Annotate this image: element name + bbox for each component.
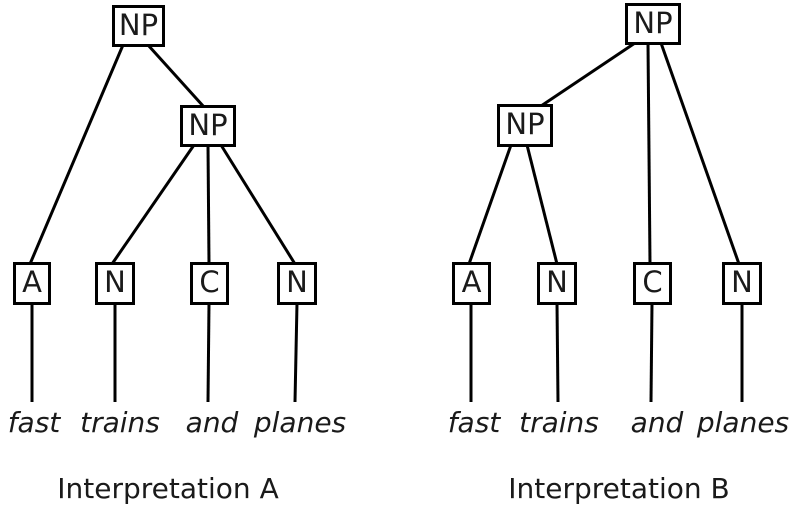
- tree-a-caption: Interpretation A: [57, 472, 279, 505]
- edge-a-root-to-inner-np: [146, 43, 206, 109]
- tree-a-leaf-a-node: A: [13, 262, 51, 305]
- tree-b-root-np-node: NP: [625, 3, 681, 45]
- tree-a-inner-np-node: NP: [180, 105, 236, 147]
- edge-b-inner-np-to-n1: [525, 144, 559, 265]
- edge-b-root-to-c: [646, 42, 652, 265]
- edge-a-inner-np-to-c: [206, 144, 211, 265]
- tree-b-word-fast: fast: [447, 406, 501, 439]
- tree-b-inner-np-node: NP: [497, 104, 553, 147]
- edge-b-root-to-inner-np: [540, 41, 636, 108]
- tree-b-word-and: and: [630, 406, 684, 439]
- tree-a-word-planes: planes: [253, 406, 347, 439]
- tree-a-word-and: and: [185, 406, 239, 439]
- edge-b-n1-to-trains: [555, 302, 560, 403]
- edge-a-inner-np-to-n1: [110, 144, 196, 265]
- edge-a-c-to-and: [206, 302, 211, 403]
- edge-b-inner-np-to-a: [467, 144, 513, 265]
- edge-a-n2-to-planes: [293, 302, 299, 403]
- tree-b-word-trains: trains: [519, 406, 599, 439]
- tree-b-leaf-n2-node: N: [722, 262, 762, 305]
- tree-b-leaf-a-node: A: [452, 262, 491, 305]
- tree-a-leaf-c-node: C: [190, 262, 229, 305]
- tree-b-word-planes: planes: [696, 406, 790, 439]
- tree-a-leaf-n1-node: N: [95, 262, 135, 305]
- tree-a-word-trains: trains: [80, 406, 160, 439]
- edge-a-inner-np-to-n2: [219, 144, 297, 265]
- tree-a-word-fast: fast: [7, 406, 61, 439]
- tree-b-leaf-n1-node: N: [537, 262, 577, 305]
- tree-b-leaf-c-node: C: [633, 262, 672, 305]
- tree-a-root-np-node: NP: [112, 5, 165, 47]
- edge-b-root-to-n2: [659, 42, 741, 265]
- edge-a-root-to-a: [28, 44, 125, 265]
- tree-b-caption: Interpretation B: [508, 472, 730, 505]
- tree-a-leaf-n2-node: N: [277, 262, 317, 305]
- edge-b-c-to-and: [649, 302, 654, 403]
